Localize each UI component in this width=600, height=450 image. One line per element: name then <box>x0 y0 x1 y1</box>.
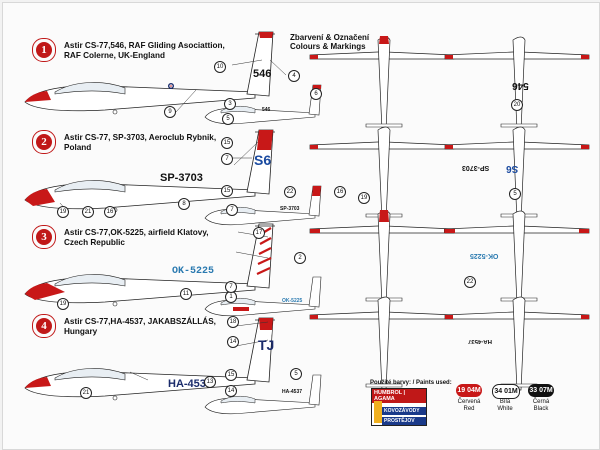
paint-chip-white: 34 01M <box>492 384 520 399</box>
plan-3-underside-reg: OK-5225 <box>470 252 499 259</box>
callout: 11 <box>180 288 192 300</box>
scheme-number-2: 2 <box>32 130 56 154</box>
paint-chip-red: 19 04M <box>456 384 482 397</box>
callout: 10 <box>214 61 226 73</box>
brand-logo-box: HUMBROL | AGAMA KOVOZÁVODY PROSTĚJOV <box>371 388 427 426</box>
scheme-1-line1: Astir CS-77,546, RAF Gliding Asociattion… <box>64 41 225 50</box>
callout: 2 <box>294 252 306 264</box>
scheme-3-line1: Astir CS-77,OK-5225, airfield Klatovy, <box>64 228 209 237</box>
callout: 14 <box>225 385 237 397</box>
scheme-2-registration: SP-3703 <box>160 172 203 184</box>
callout: 8 <box>178 198 190 210</box>
callout: 16 <box>104 206 116 218</box>
callout: 22 <box>284 186 296 198</box>
paints-label-en: Paints used: <box>416 380 452 386</box>
callout: 9 <box>164 106 176 118</box>
callout: 14 <box>227 336 239 348</box>
scheme-2-line1: Astir CS-77, SP-3703, Aeroclub Rybnik, <box>64 133 217 142</box>
scheme-3-description: Astir CS-77,OK-5225, airfield Klatovy, C… <box>64 228 209 248</box>
paint-chip-black: 33 07M <box>528 384 554 397</box>
callout: 5 <box>509 188 521 200</box>
callout: 15 <box>225 369 237 381</box>
scheme-4-description: Astir CS-77,HA-4537, JAKABSZÁLLÁS, Hunga… <box>64 317 216 337</box>
callout: 15 <box>221 185 233 197</box>
callout: 5 <box>222 113 234 125</box>
scheme-4-registration: HA-4537 <box>168 378 213 390</box>
callout: 21 <box>80 387 92 399</box>
callout: 20 <box>511 99 523 111</box>
scheme-2-line2: Poland <box>64 143 92 152</box>
callout: 19 <box>57 298 69 310</box>
brand-humbrol: HUMBROL | AGAMA <box>372 389 426 403</box>
title-czech: Zbarvení & Označení <box>290 33 370 42</box>
scheme-number-3: 3 <box>32 225 56 249</box>
scheme-3-line2: Czech Republic <box>64 238 125 247</box>
callout: 6 <box>310 88 322 100</box>
callout: 7 <box>221 153 233 165</box>
callout: 13 <box>204 376 216 388</box>
colours-markings-title: Zbarvení & Označení Colours & Markings <box>290 33 369 51</box>
callout: 7 <box>226 204 238 216</box>
plan-1-underside-reg: 546 <box>512 80 529 91</box>
plan-2-underside-code: S6 <box>506 163 519 174</box>
plan-4-underside-reg: HA-4537 <box>468 338 493 344</box>
scheme-number-1: 1 <box>32 38 56 62</box>
callout: 7 <box>225 281 237 293</box>
callout: 22 <box>464 276 476 288</box>
brand-prostejov: PROSTĚJOV <box>382 417 426 425</box>
callout: 16 <box>334 186 346 198</box>
paints-label-cz: Použité barvy: <box>370 380 412 386</box>
small-side-4-reg: HA-4537 <box>282 389 303 395</box>
scheme-3-registration: OK-5225 <box>172 266 215 277</box>
title-english: Colours & Markings <box>290 42 366 51</box>
callout: 4 <box>288 70 300 82</box>
brand-shield-icon <box>374 401 382 423</box>
scheme-2-tail-code: S6 <box>254 152 272 168</box>
callout: 3 <box>224 98 236 110</box>
scheme-2-description: Astir CS-77, SP-3703, Aeroclub Rybnik, P… <box>64 133 216 153</box>
scheme-4-tail-code: TJ <box>258 337 275 353</box>
callout: 5 <box>290 368 302 380</box>
brand-kovozavody: KOVOZÁVODY <box>382 407 426 415</box>
small-side-2-reg: SP-3703 <box>280 206 300 212</box>
plan-2-underside-reg: SP-3703 <box>462 164 490 171</box>
scheme-4-line1: Astir CS-77,HA-4537, JAKABSZÁLLÁS, <box>64 317 216 326</box>
scheme-1-line2: RAF Colerne, UK-England <box>64 51 165 60</box>
small-side-1-reg: 546 <box>262 107 271 113</box>
callout: 21 <box>82 206 94 218</box>
callout: 18 <box>227 316 239 328</box>
callout: 19 <box>358 192 370 204</box>
callout: 17 <box>253 227 265 239</box>
small-side-3-reg: OK-5225 <box>282 298 303 304</box>
paints-used-label: Použité barvy: / Paints used: <box>370 380 452 386</box>
scheme-4-line2: Hungary <box>64 327 98 336</box>
scheme-1-description: Astir CS-77,546, RAF Gliding Asociattion… <box>64 41 225 61</box>
scheme-number-4: 4 <box>32 314 56 338</box>
callout: 19 <box>57 206 69 218</box>
scheme-1-registration: 546 <box>253 68 272 80</box>
callout: 15 <box>221 137 233 149</box>
